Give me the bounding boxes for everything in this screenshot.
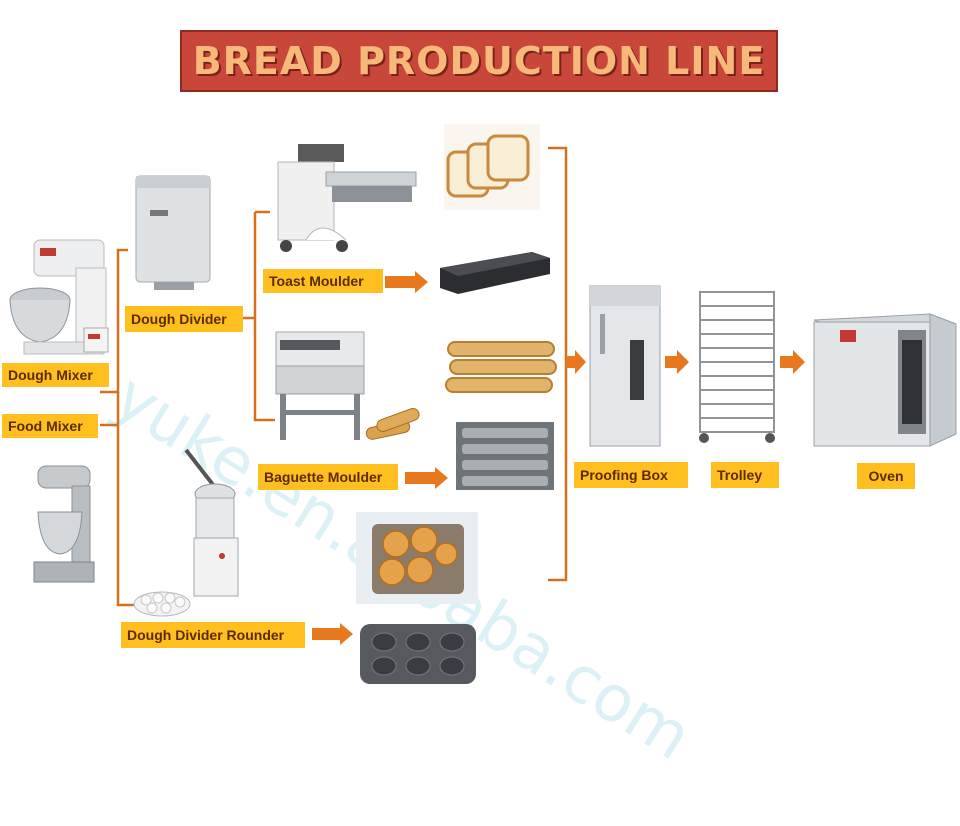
label-food-mixer: Food Mixer [2,414,98,438]
bun-pan-image [360,624,476,684]
baguette-moulder-image [275,331,365,440]
arrow-to-proofing [566,350,586,374]
oven-image [813,313,957,447]
proofing-box-image [589,285,661,447]
arrow-to-trolley [665,350,689,374]
label-dough-mixer: Dough Mixer [2,363,109,387]
arrow-baguette [405,467,448,489]
arrow-toast [385,271,428,293]
label-toast-moulder: Toast Moulder [263,269,383,293]
baguette-tray-image [456,422,554,490]
label-oven: Oven [857,463,915,489]
toast-moulder-image [277,144,417,252]
flow-connectors [100,146,805,645]
dough-divider-image [135,175,211,290]
toast-bread-image [444,124,540,210]
divider-rounder-image [184,448,239,597]
baguette-rolls-image [365,408,420,440]
title-banner: BREAD PRODUCTION LINE [180,30,778,92]
dough-balls-image [133,591,191,617]
arrow-to-oven [780,350,805,374]
baguette-bread-image [445,341,557,393]
label-dough-divider-rounder: Dough Divider Rounder [121,622,305,648]
label-trolley: Trolley [711,462,779,488]
food-mixer-image [33,465,95,583]
label-dough-divider: Dough Divider [125,306,243,332]
label-baguette-moulder: Baguette Moulder [258,464,398,490]
buns-image [356,512,478,604]
page-title: BREAD PRODUCTION LINE [192,39,766,83]
trolley-image [699,291,775,443]
dough-mixer-image [9,239,109,355]
toast-pan-image [440,252,550,294]
arrow-rounder [312,623,353,645]
label-proofing-box: Proofing Box [574,462,688,488]
